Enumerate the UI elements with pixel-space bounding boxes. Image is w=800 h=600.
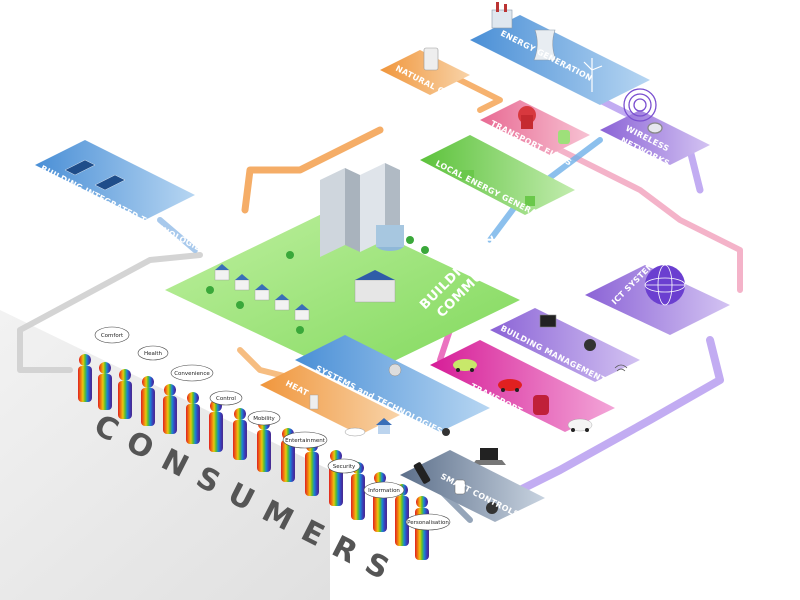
bubble-convenience-text: Convenience [174, 371, 210, 377]
bubble-control: Control [209, 390, 243, 406]
bubble-security-text: Security [333, 464, 356, 470]
module-energy-generation: ENERGY GENERATION [470, 2, 650, 105]
gas-tank-icon [423, 47, 439, 71]
fan-icon [388, 363, 402, 377]
flow-pipes [17, 67, 743, 523]
wifi-icon [614, 364, 628, 372]
bubble-personalisation-text: Personalisation [407, 520, 449, 526]
bubble-security: Security [327, 458, 361, 474]
module-smart-controls: SMART CONTROLS [400, 450, 545, 522]
laptop-icon [472, 448, 506, 465]
monitor-icon [539, 314, 557, 328]
fuel-tank-icon [558, 130, 570, 144]
bathtub-icon [344, 427, 366, 437]
bubble-comfort-text: Comfort [101, 333, 124, 339]
trees-icon [206, 236, 429, 334]
bubble-convenience: Convenience [170, 364, 214, 382]
globe-network-icon [644, 264, 686, 306]
solar-panel-icon [64, 159, 126, 191]
bubble-information-text: Information [368, 488, 400, 494]
bubble-information: Information [363, 481, 405, 499]
remote-control-icon [413, 462, 431, 484]
module-heat: HEAT [260, 365, 400, 437]
generator-icon [460, 170, 535, 206]
radiator-icon [309, 394, 319, 410]
office-tower-icon [320, 163, 404, 257]
bubble-mobility: Mobility [247, 410, 281, 426]
bubble-mobility-text: Mobility [253, 416, 275, 422]
bubble-comfort: Comfort [94, 326, 130, 344]
webcam-icon [442, 428, 450, 436]
camera-icon [584, 339, 596, 351]
factory-icon [491, 2, 513, 29]
wind-turbine-icon [583, 58, 603, 92]
module-natural-gas: NATURAL GAS [380, 47, 470, 102]
bubble-entertainment-text: Entertainment [285, 438, 326, 444]
module-buildings-communities: BUILDINGS & COMMUNITIES [165, 163, 523, 380]
satellite-dish-icon [623, 88, 663, 134]
speaker-icon [486, 502, 498, 514]
refinery-icon [518, 106, 536, 129]
bubble-personalisation: Personalisation [405, 513, 451, 531]
bubble-control-text: Control [216, 396, 236, 402]
bubble-entertainment: Entertainment [282, 431, 328, 449]
car-icon-3 [567, 418, 593, 432]
house-icon [376, 418, 392, 434]
module-building-integrated-technologies: BUILDING INTEGRATED TECHNOLOGIES [35, 140, 208, 256]
module-ict-systems: ICT SYSTEMS [585, 256, 730, 335]
bubble-health-text: Health [144, 351, 163, 357]
train-icon [533, 395, 549, 415]
bubble-health: Health [137, 345, 169, 361]
cooling-tower-icon [533, 29, 557, 61]
car-icon-2 [498, 379, 522, 392]
houses-icon [214, 264, 310, 321]
warehouse-icon [354, 270, 396, 303]
car-icon-1 [453, 359, 477, 372]
phone-icon [454, 479, 466, 495]
